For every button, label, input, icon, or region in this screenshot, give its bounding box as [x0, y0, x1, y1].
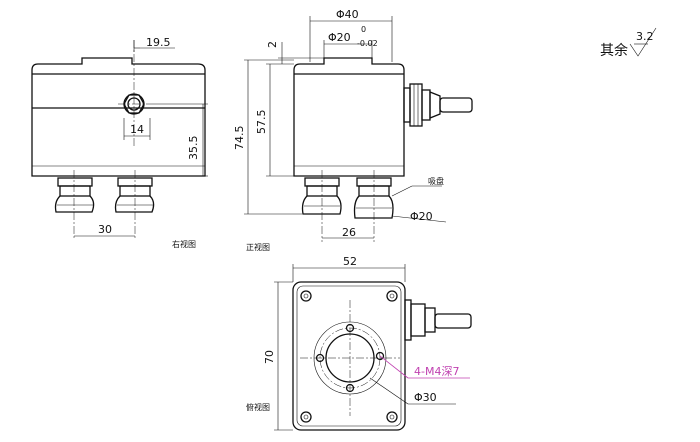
right-view-body — [31, 57, 206, 177]
front-view-cable-gland — [403, 83, 441, 127]
roughness-label: 其余 — [600, 42, 628, 59]
dim-phi-40: Φ40 — [336, 8, 359, 21]
right-view: 19.5 14 35.5 30 右视图 — [31, 36, 208, 249]
dim-phi-20-top: Φ20 — [328, 31, 351, 44]
corner-screw-bottom-right — [386, 411, 398, 423]
label-suction-cup: 吸盘 — [428, 176, 444, 186]
dim-35-5: 35.5 — [187, 136, 200, 161]
dim-14: 14 — [130, 123, 144, 136]
right-view-suction-cup-right — [114, 177, 155, 213]
front-view-cable — [439, 97, 473, 113]
m4-hole-bottom — [345, 383, 355, 393]
dim-phi-20-bottom: Φ20 — [410, 210, 433, 223]
m4-hole-right — [375, 351, 385, 361]
m4-hole-left — [315, 353, 325, 363]
front-view-body — [293, 57, 405, 177]
roughness-value: 3.2 — [636, 30, 654, 43]
front-view: Φ40 Φ20 0 -0.02 2 57.5 74.5 吸盘 Φ20 26 正视… — [233, 8, 473, 252]
hole-callout: 4-M4深7 — [414, 365, 459, 378]
surface-roughness: 其余 3.2 — [600, 27, 657, 59]
right-view-caption: 右视图 — [172, 239, 196, 249]
dim-52: 52 — [343, 255, 357, 268]
dim-74-5: 74.5 — [233, 126, 246, 151]
corner-screw-bottom-left — [300, 411, 312, 423]
roughness-check-icon — [629, 27, 657, 57]
bottom-view: 52 70 4-M4深7 Φ30 俯视图 — [246, 255, 472, 431]
corner-screw-top-left — [300, 290, 312, 302]
m4-hole-top — [345, 323, 355, 333]
dim-19-5: 19.5 — [146, 36, 171, 49]
dim-70: 70 — [263, 350, 276, 364]
bottom-view-cable-gland — [404, 299, 472, 341]
dim-57-5: 57.5 — [255, 110, 268, 135]
bottom-view-plate — [292, 281, 406, 431]
dim-2: 2 — [266, 41, 279, 48]
right-view-suction-cup-left — [54, 177, 95, 213]
front-view-caption: 正视图 — [246, 242, 270, 252]
corner-screw-top-right — [386, 290, 398, 302]
dim-30: 30 — [98, 223, 112, 236]
tolerance-upper: 0 — [361, 25, 366, 34]
dim-26: 26 — [342, 226, 356, 239]
tolerance-lower: -0.02 — [357, 39, 378, 48]
dim-phi-30: Φ30 — [414, 391, 437, 404]
bottom-view-caption: 俯视图 — [246, 402, 270, 412]
